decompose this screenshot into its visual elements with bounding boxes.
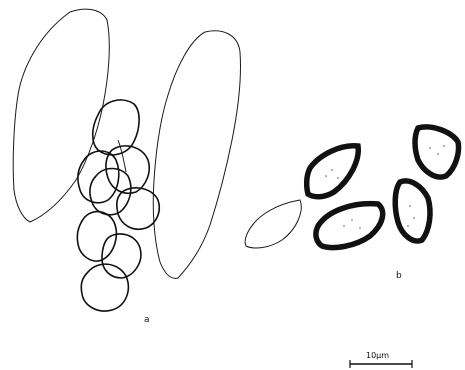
- right-elongated-cell: [153, 31, 240, 278]
- cluster-cell-left: [78, 151, 119, 203]
- spore-thick-walled-3: [316, 204, 383, 248]
- left-elongated-cell: [13, 9, 109, 222]
- panel-b-label: b: [396, 271, 402, 281]
- spore-thick-walled-2: [415, 127, 459, 177]
- spore-thick-walled-1: [307, 146, 359, 197]
- scale-bar: 10µm: [350, 351, 412, 368]
- panel-a: a: [13, 9, 240, 325]
- scale-bar-label: 10µm: [366, 351, 389, 360]
- cluster-cell-right: [106, 146, 149, 193]
- cluster-stalk: [118, 140, 126, 172]
- cluster-cell-center: [90, 169, 131, 215]
- cell-cluster: [77, 100, 159, 311]
- panel-b: b: [245, 127, 458, 281]
- spore-thick-walled-4: [395, 181, 430, 241]
- spore-thin-walled: [245, 200, 301, 248]
- cluster-cell-bottom: [81, 264, 128, 311]
- panel-a-label: a: [144, 315, 150, 325]
